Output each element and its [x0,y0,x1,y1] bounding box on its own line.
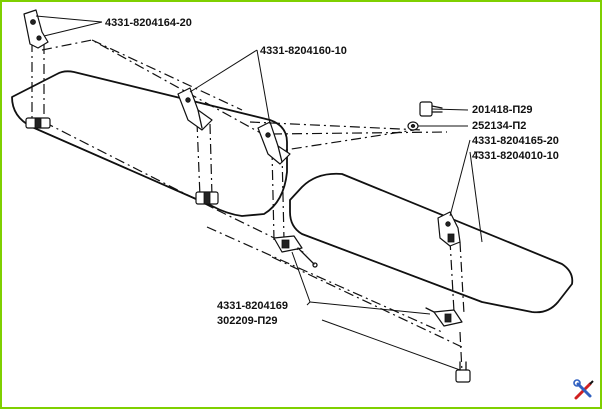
right-hinge-bracket [437,211,461,247]
center-hinge-clip [195,191,219,205]
assembly-axes [31,42,465,373]
center-bracket-2 [257,121,291,165]
washer [407,121,419,131]
right-visor-panel [289,172,574,314]
lower-center-clip [273,235,318,268]
callout-302209-p29: 302209-П29 [217,315,278,327]
callout-4331-8204160-10: 4331-8204160-10 [260,45,347,57]
callout-252134-p2: 252134-П2 [472,120,526,132]
left-visor-panel [11,70,288,217]
callout-4331-8204165-20: 4331-8204165-20 [472,135,559,147]
callout-4331-8204169: 4331-8204169 [217,300,288,312]
callout-201418-p29: 201418-П29 [472,104,533,116]
right-lower-clip [425,307,463,327]
wrench-screwdriver-icon [573,379,594,400]
callout-4331-8204164-20: 4331-8204164-20 [105,17,192,29]
top-left-bracket [23,9,49,49]
bottom-screw [455,361,471,383]
callout-4331-8204010-10: 4331-8204010-10 [472,150,559,162]
leader-lines [35,15,483,371]
left-hinge-clip [25,117,51,129]
center-bracket-1 [177,87,213,131]
